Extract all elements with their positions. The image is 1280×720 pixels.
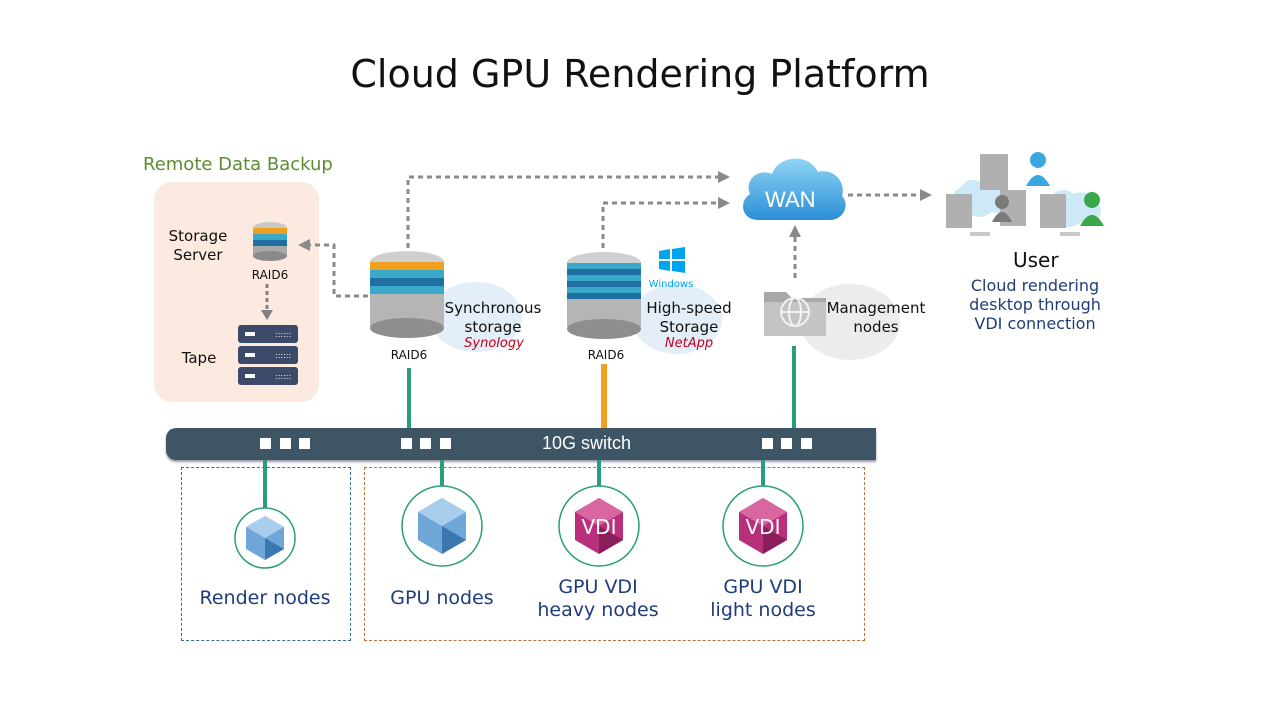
vdi-heavy-badge: VDI xyxy=(582,515,617,539)
backup-arrow xyxy=(261,284,273,320)
wan-cloud-icon xyxy=(743,158,846,220)
hs-storage-bubble xyxy=(632,284,722,354)
windows-label: Windows xyxy=(648,279,694,290)
backup-panel xyxy=(154,182,319,402)
vdi-light-link xyxy=(761,460,765,486)
render-nodes-label: Render nodes xyxy=(199,587,331,609)
sync-vendor-label: Synology xyxy=(464,336,524,351)
hs-vendor-label: NetApp xyxy=(664,336,714,351)
backup-raid-label: RAID6 xyxy=(251,268,289,282)
hs-storage-icon xyxy=(567,252,641,339)
svg-text:::::::: :::::: xyxy=(275,330,291,339)
sync-storage-bubble xyxy=(430,282,522,352)
vdi-light-label: GPU VDI light nodes xyxy=(710,576,816,621)
connection-arrows xyxy=(298,171,932,298)
vdi-heavy-label: GPU VDI heavy nodes xyxy=(537,576,659,621)
user-computers-icon xyxy=(946,152,1104,236)
tape-icon: :::::: :::::: :::::: xyxy=(238,325,298,385)
wan-label: WAN xyxy=(765,187,816,212)
storage-server-label: Storage Server xyxy=(168,227,228,264)
vdi-heavy-link xyxy=(597,460,601,486)
user-description: Cloud rendering desktop through VDI conn… xyxy=(969,276,1101,333)
svg-text:::::::: :::::: xyxy=(275,372,291,381)
sync-storage-icon xyxy=(370,251,444,338)
management-link xyxy=(792,346,796,428)
storage-server-icon xyxy=(253,222,287,261)
gpu-node-icon xyxy=(401,485,483,567)
backup-title: Remote Data Backup xyxy=(143,154,333,175)
tape-label: Tape xyxy=(181,349,217,367)
windows-icon xyxy=(659,247,685,273)
vdi-light-badge: VDI xyxy=(746,515,781,539)
page-title: Cloud GPU Rendering Platform xyxy=(350,52,930,96)
management-label: Management nodes xyxy=(826,299,926,336)
hs-raid-label: RAID6 xyxy=(587,348,625,362)
switch-label: 10G switch xyxy=(542,433,632,453)
hs-storage-link xyxy=(601,364,607,428)
sync-raid-label: RAID6 xyxy=(390,348,428,362)
sync-storage-link xyxy=(407,368,411,428)
render-link xyxy=(263,460,267,508)
gpu-link xyxy=(440,460,444,486)
render-node-icon xyxy=(234,507,296,569)
management-folder-icon xyxy=(764,292,826,336)
switch-bar xyxy=(166,428,876,460)
vdi-light-icon: VDI xyxy=(722,485,804,567)
user-label: User xyxy=(1013,248,1059,272)
sync-storage-label: Synchronous storage xyxy=(444,299,542,336)
vdi-heavy-icon: VDI xyxy=(558,485,640,567)
svg-text:::::::: :::::: xyxy=(275,351,291,360)
hs-storage-label: High-speed Storage xyxy=(646,299,732,336)
gpu-nodes-label: GPU nodes xyxy=(390,587,494,609)
gpu-group-box xyxy=(364,467,865,641)
